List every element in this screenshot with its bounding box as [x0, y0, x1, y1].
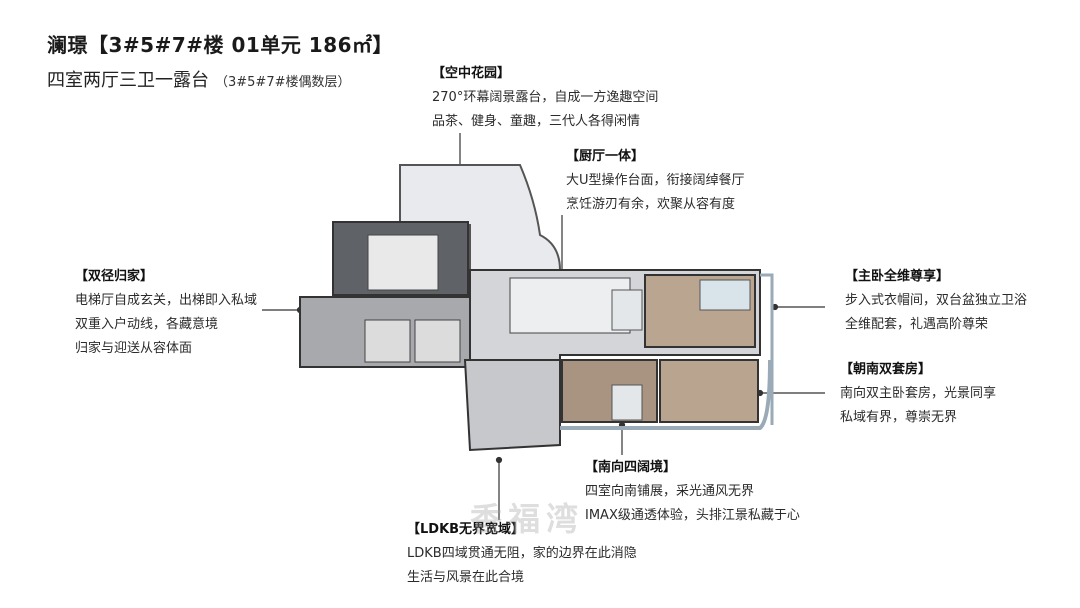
callout-kitchen: 【厨厅一体】 大U型操作台面，衔接阔绰餐厅 烹饪游刃有余，欢聚从容有度 — [566, 145, 745, 217]
callout-kitchen-line: 大U型操作台面，衔接阔绰餐厅 — [566, 173, 745, 188]
callout-suites-line: 南向双主卧套房，光景同享 — [840, 386, 997, 401]
callout-kitchen-head: 【厨厅一体】 — [566, 149, 645, 164]
callout-ldkb: 【LDKB无界宽域】 LDKB四域贯通无阻，家的边界在此消隐 生活与风景在此合境 — [407, 518, 637, 590]
callout-sky-garden: 【空中花园】 270°环幕阔景露台，自成一方逸趣空间 品茶、健身、童趣，三代人各… — [432, 62, 658, 134]
callout-south-line: 四室向南铺展，采光通风无界 — [585, 484, 755, 499]
callout-master-line: 步入式衣帽间，双台盆独立卫浴 — [845, 293, 1028, 308]
callout-entry-line: 电梯厅自成玄关，出梯即入私域 — [75, 293, 258, 308]
callout-south-line: IMAX级通透体验，头排江景私藏于心 — [585, 508, 800, 523]
callout-ldkb-head: 【LDKB无界宽域】 — [407, 522, 525, 537]
callout-ldkb-line: 生活与风景在此合境 — [407, 570, 525, 585]
callout-entry-head: 【双径归家】 — [75, 269, 154, 284]
watermark: 香福湾 — [470, 500, 585, 538]
callout-south: 【南向四阔境】 四室向南铺展，采光通风无界 IMAX级通透体验，头排江景私藏于心 — [585, 456, 800, 528]
callout-entry-line: 双重入户动线，各藏意境 — [75, 317, 219, 332]
callout-suites: 【朝南双套房】 南向双主卧套房，光景同享 私域有界，尊崇无界 — [840, 358, 996, 430]
callout-master: 【主卧全维尊享】 步入式衣帽间，双台盆独立卫浴 全维配套，礼遇高阶尊荣 — [845, 265, 1027, 337]
subtitle-main: 四室两厅三卫一露台 — [47, 70, 209, 91]
callout-sky-garden-line: 270°环幕阔景露台，自成一方逸趣空间 — [432, 90, 659, 105]
callout-kitchen-line: 烹饪游刃有余，欢聚从容有度 — [566, 197, 736, 212]
page-title: 澜璟【3#5#7#楼 01单元 186㎡】 — [47, 33, 394, 57]
callout-south-head: 【南向四阔境】 — [585, 460, 677, 475]
callout-master-head: 【主卧全维尊享】 — [845, 269, 950, 284]
page-subtitle: 四室两厅三卫一露台 （3#5#7#楼偶数层） — [47, 66, 351, 92]
callout-ldkb-line: LDKB四域贯通无阻，家的边界在此消隐 — [407, 546, 637, 561]
subtitle-note: （3#5#7#楼偶数层） — [215, 75, 351, 90]
callout-master-line: 全维配套，礼遇高阶尊荣 — [845, 317, 989, 332]
callout-suites-head: 【朝南双套房】 — [840, 362, 932, 377]
callout-entry-line: 归家与迎送从容体面 — [75, 341, 193, 356]
callout-entry: 【双径归家】 电梯厅自成玄关，出梯即入私域 双重入户动线，各藏意境 归家与迎送从… — [75, 265, 257, 361]
callout-sky-garden-head: 【空中花园】 — [432, 66, 511, 81]
callout-suites-line: 私域有界，尊崇无界 — [840, 410, 958, 425]
callout-sky-garden-line: 品茶、健身、童趣，三代人各得闲情 — [432, 114, 641, 129]
